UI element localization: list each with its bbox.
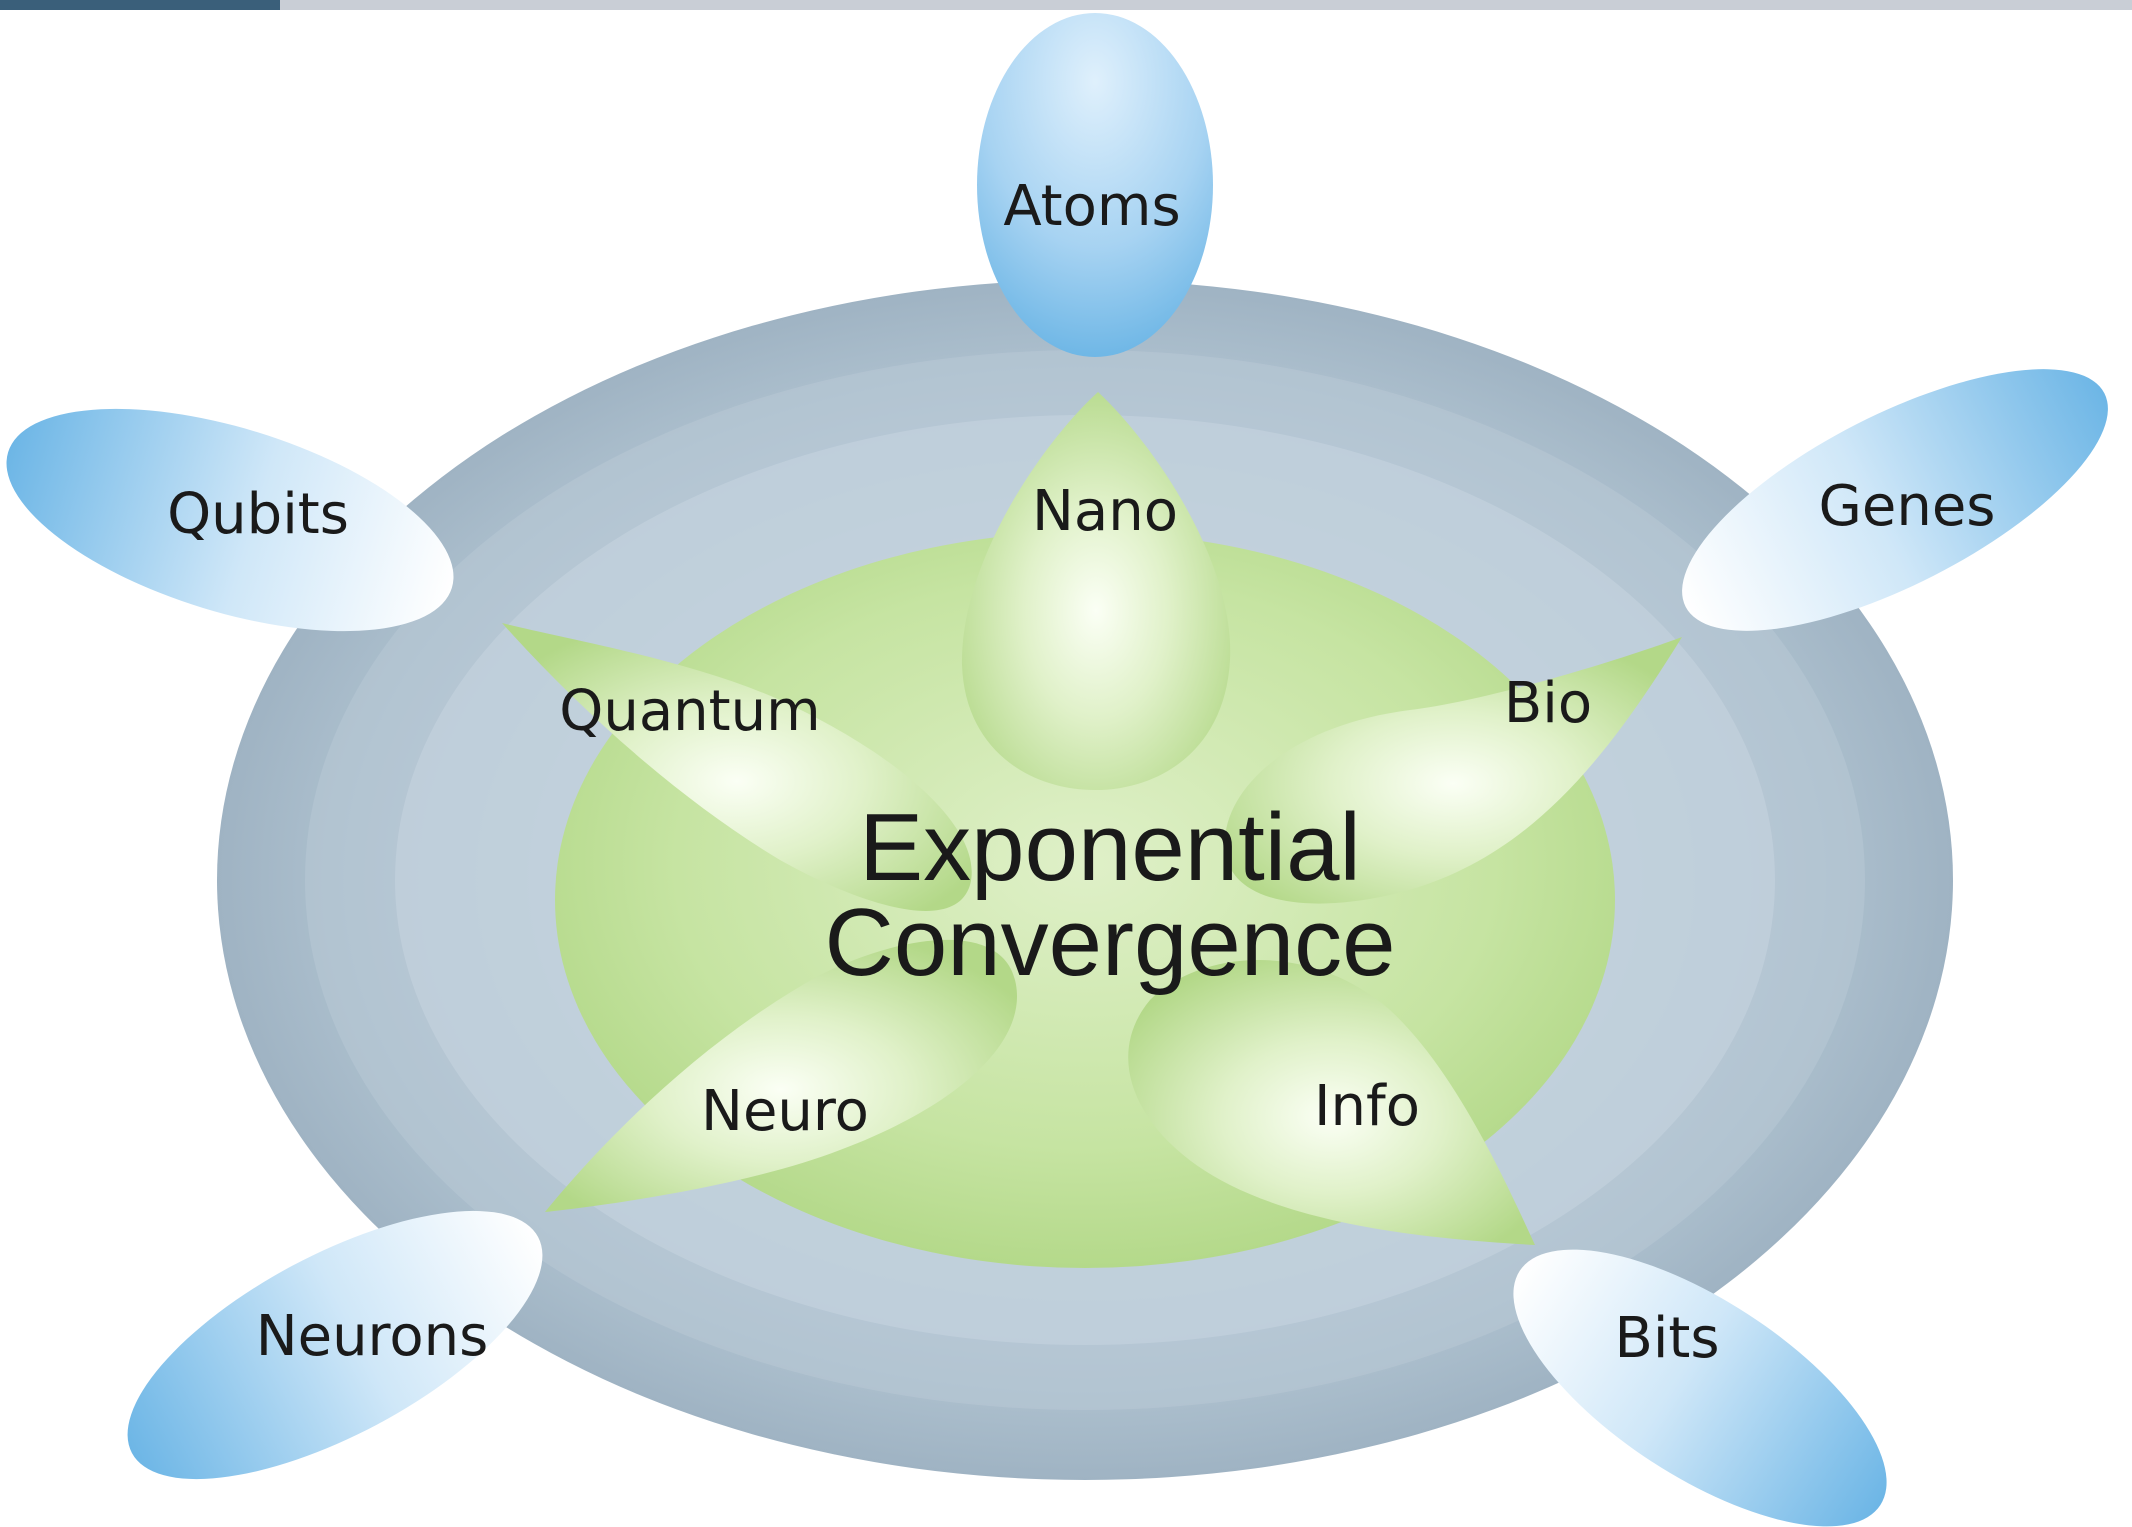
petal-info xyxy=(1128,960,1535,1245)
label-bio: Bio xyxy=(1504,671,1592,736)
petal-nano xyxy=(961,392,1231,790)
label-quantum: Quantum xyxy=(559,679,820,744)
label-qubits: Qubits xyxy=(167,482,349,547)
label-atoms: Atoms xyxy=(1003,174,1180,239)
petal-bio xyxy=(1224,637,1682,904)
label-genes: Genes xyxy=(1819,474,1996,539)
label-neuro: Neuro xyxy=(701,1079,869,1144)
petal-neurons xyxy=(127,1210,543,1480)
petal-quantum xyxy=(502,623,972,911)
top-banner-strip xyxy=(0,0,2132,10)
petal-bits xyxy=(1513,1249,1887,1527)
label-nano: Nano xyxy=(1032,479,1178,544)
label-info: Info xyxy=(1314,1074,1420,1139)
top-banner-strip-dark xyxy=(0,0,280,10)
center-title-line1: Exponential xyxy=(859,794,1361,901)
petal-qubits xyxy=(6,408,454,632)
label-neurons: Neurons xyxy=(256,1304,489,1369)
label-bits: Bits xyxy=(1614,1306,1719,1371)
center-title-line2: Convergence xyxy=(824,889,1395,996)
petal-atoms xyxy=(977,13,1213,357)
petal-genes xyxy=(1682,369,2108,631)
petal-neuro xyxy=(545,939,1018,1212)
